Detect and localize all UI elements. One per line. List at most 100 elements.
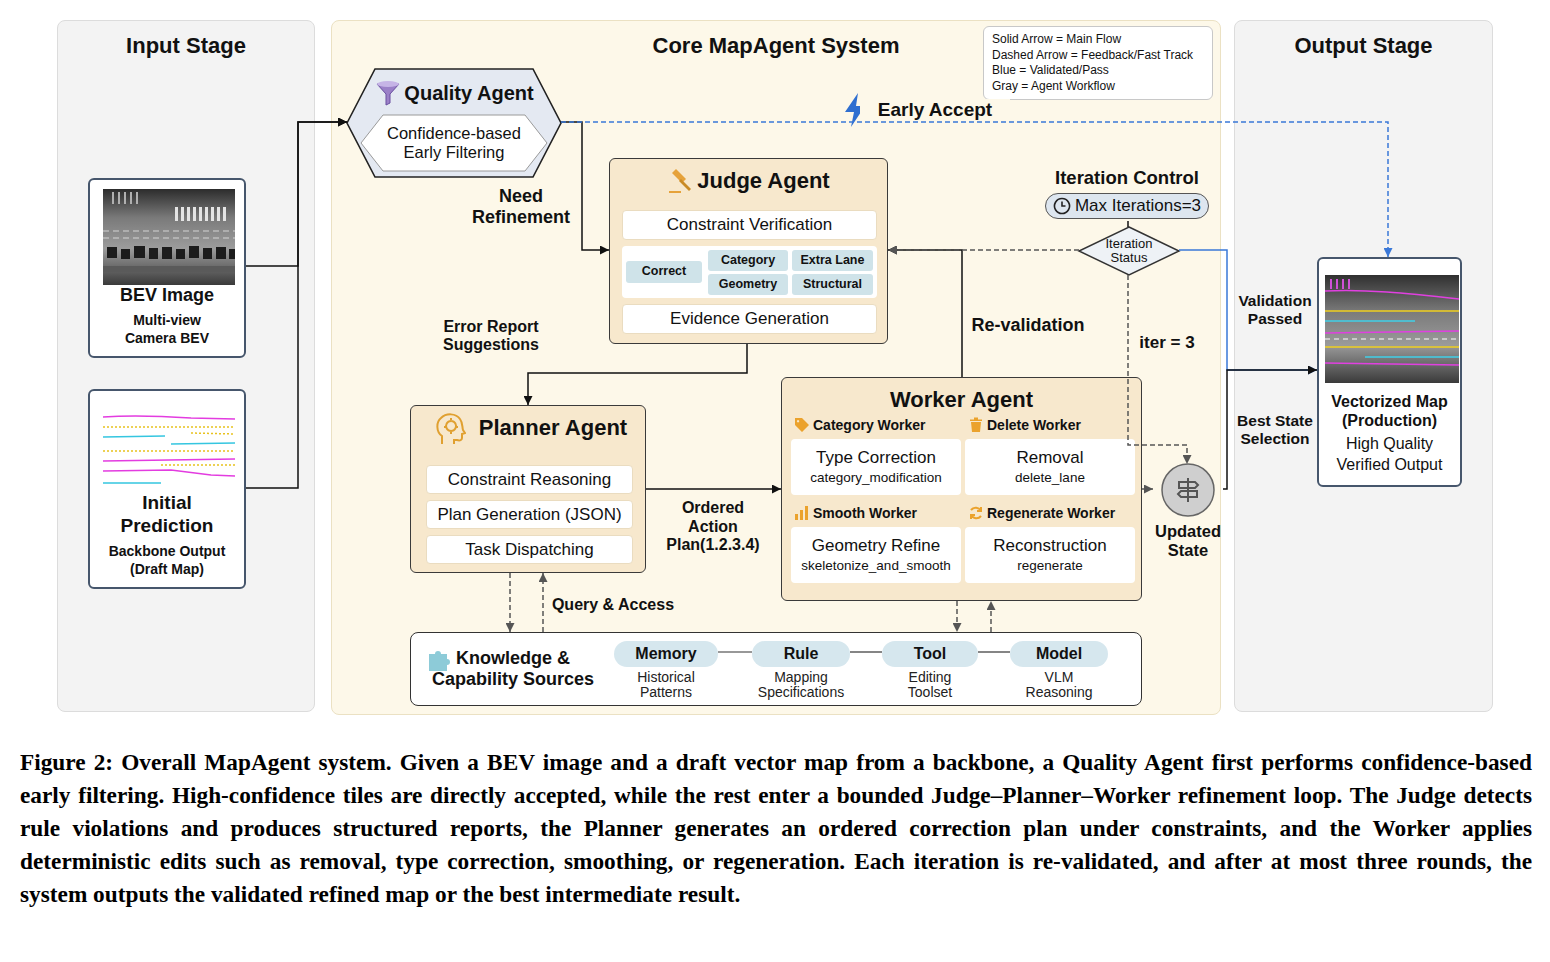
bev-ground xyxy=(103,189,235,285)
trash-icon xyxy=(968,417,984,433)
gavel-base xyxy=(669,191,681,193)
agent-description: Confidence-based Early Filtering xyxy=(379,124,529,162)
chip-label: Correct xyxy=(642,265,686,279)
worker-box: Category WorkerType Correction category_m… xyxy=(791,415,961,495)
gavel-handle xyxy=(679,179,691,191)
divider-lines xyxy=(103,416,235,476)
check-chip: Extra Lane xyxy=(792,250,873,271)
state-circle: Updated State xyxy=(1153,464,1223,564)
agent-box: Worker AgentCategory WorkerType Correcti… xyxy=(781,377,1142,601)
chip-label: Structural xyxy=(803,278,862,292)
worker-function: regenerate xyxy=(1017,558,1082,574)
edge-label: Re-validation xyxy=(969,315,1087,336)
gear xyxy=(444,418,458,434)
clock-face xyxy=(1055,199,1070,214)
worker-panel: Removal delete_lane xyxy=(965,439,1135,495)
source-pill: ToolEditing Toolset xyxy=(882,641,978,703)
panel-heading: Core MapAgent System xyxy=(653,33,900,59)
input-card: Initial PredictionBackbone Output (Draft… xyxy=(88,389,246,589)
boundary-lines xyxy=(1325,321,1459,357)
crosswalk xyxy=(175,207,226,221)
worker-function: category_modification xyxy=(810,470,941,486)
system-panel: Core MapAgent SystemQuality AgentConfide… xyxy=(331,20,1221,715)
legend-entry: Blue = Validated/Pass xyxy=(992,63,1109,79)
step-box: Plan Generation (JSON) xyxy=(426,500,633,529)
funnel-icon xyxy=(375,80,401,106)
step-label: Constraint Verification xyxy=(667,215,832,235)
worker-function: skeletonize_and_smooth xyxy=(801,558,950,574)
agent-title: Planner Agent xyxy=(429,415,627,441)
state-circle-outline xyxy=(1162,464,1214,516)
head-outline xyxy=(437,414,465,444)
gavel-icon xyxy=(667,166,695,194)
tag-icon xyxy=(794,417,810,433)
card-title: Vectorized Map (Production) xyxy=(1324,392,1456,430)
card-subtitle: High Quality Verified Output xyxy=(1324,434,1456,476)
chart-icon xyxy=(794,505,810,521)
iteration-pill: Iteration ControlMax Iterations=3 xyxy=(1045,167,1209,221)
check-chip: Correct xyxy=(626,261,702,283)
step-label: Constraint Reasoning xyxy=(448,470,611,490)
curb xyxy=(103,266,235,272)
agent-title: Judge Agent xyxy=(667,168,829,194)
agent-box: Judge AgentConstraint VerificationCorrec… xyxy=(609,158,888,344)
hexagon-outer xyxy=(347,69,561,177)
bev-image xyxy=(103,189,235,285)
signpost xyxy=(1178,478,1198,502)
worker-action: Type Correction xyxy=(816,448,936,468)
card-title: Initial Prediction xyxy=(111,492,223,538)
legend-row: Blue = Validated/Pass xyxy=(992,63,1204,79)
edge-label: Error Report Suggestions xyxy=(435,318,547,355)
state-icon xyxy=(1173,475,1203,505)
card-subtitle: Backbone Output (Draft Map) xyxy=(102,542,232,578)
source-description: Mapping Specifications xyxy=(756,670,846,699)
control-value: Max Iterations=3 xyxy=(1053,196,1201,216)
pill-body: Max Iterations=3 xyxy=(1045,193,1209,219)
worker-box: Delete WorkerRemoval delete_lane xyxy=(965,415,1135,495)
cycle-arrows xyxy=(971,507,981,519)
edge-label: Best State Selection xyxy=(1237,412,1313,448)
worker-panel: Reconstruction regenerate xyxy=(965,527,1135,583)
map-ground xyxy=(1325,275,1459,383)
regenerate-icon xyxy=(968,505,984,521)
step-label: Plan Generation (JSON) xyxy=(437,505,621,525)
step-label: Evidence Generation xyxy=(670,309,829,329)
worker-name: Regenerate Worker xyxy=(965,503,1135,525)
legend-box: Solid Arrow = Main FlowDashed Arrow = Fe… xyxy=(983,26,1213,100)
panel-heading: Input Stage xyxy=(126,33,246,59)
puzzle-piece xyxy=(429,651,450,671)
hexagon-inner xyxy=(361,115,547,171)
trash-shape xyxy=(970,418,982,433)
centerlines xyxy=(1325,311,1459,347)
source-pill: ModelVLM Reasoning xyxy=(1010,641,1108,703)
chip-label: Category xyxy=(721,254,775,268)
source-name: Model xyxy=(1010,641,1108,667)
puzzle-icon xyxy=(426,646,452,672)
worker-function: delete_lane xyxy=(1015,470,1085,486)
road-marks xyxy=(113,192,137,204)
step-box: Constraint Verification xyxy=(622,210,877,240)
control-title: Iteration Control xyxy=(1055,167,1199,189)
source-name: Tool xyxy=(882,641,978,667)
worker-name: Smooth Worker xyxy=(791,503,961,525)
roadside-objects xyxy=(107,246,235,259)
worker-action: Removal xyxy=(1016,448,1083,468)
source-description: VLM Reasoning xyxy=(1014,670,1104,699)
funnel-top xyxy=(377,81,399,87)
worker-name: Category Worker xyxy=(791,415,961,437)
legend-row: Gray = Agent Workflow xyxy=(992,79,1204,95)
diamond-outline xyxy=(1079,227,1179,275)
card-title: BEV Image xyxy=(120,285,214,307)
source-description: Editing Toolset xyxy=(885,670,975,699)
step-box: Constraint Reasoning xyxy=(426,465,633,494)
chart-bars xyxy=(795,506,808,520)
decision-diamond: Iteration Status xyxy=(1079,227,1179,275)
knowledge-box: Knowledge & Capability SourcesMemoryHist… xyxy=(410,632,1142,706)
source-description: Historical Patterns xyxy=(621,670,711,699)
worker-name: Delete Worker xyxy=(965,415,1135,437)
worker-action: Reconstruction xyxy=(993,536,1106,556)
tag-shape xyxy=(795,418,809,432)
source-pill: MemoryHistorical Patterns xyxy=(614,641,718,703)
input-card: Vectorized Map (Production) High Quality … xyxy=(1317,257,1462,487)
